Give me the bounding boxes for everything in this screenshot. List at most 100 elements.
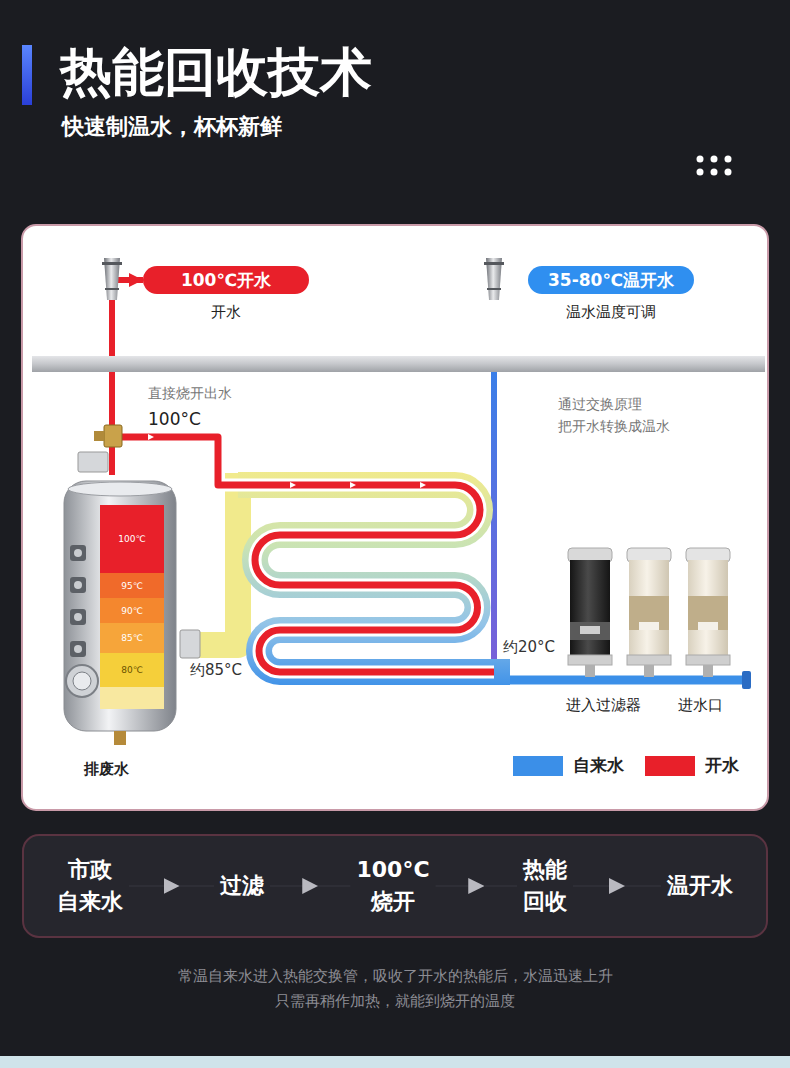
menu-dots	[725, 169, 732, 176]
outlet-valve	[78, 425, 122, 472]
filter-cartridge	[629, 560, 669, 655]
filter-cartridge	[688, 560, 728, 655]
filter-cartridge	[580, 626, 600, 634]
flow-arrow	[436, 885, 517, 887]
temperature-band	[100, 687, 164, 709]
text-label: 进水口	[678, 696, 723, 715]
faucet	[105, 288, 119, 290]
text-label: 100°C	[148, 409, 201, 429]
filter-cartridge	[686, 655, 730, 665]
drain-outlet	[114, 731, 126, 745]
process-step: 热能 回收	[517, 850, 573, 922]
temperature-band	[100, 505, 164, 573]
label-wrap: 100°C	[148, 409, 201, 429]
process-step: 市政 自来水	[51, 850, 129, 922]
filter-cartridge	[686, 548, 730, 677]
tank-body	[64, 481, 176, 731]
flow-arrow	[573, 885, 661, 887]
preheated-water-pipe	[182, 473, 238, 645]
text-label: 排废水	[84, 760, 129, 779]
heater-knob	[70, 609, 86, 625]
coil-flow-marks	[290, 482, 296, 488]
heater-knob	[74, 645, 82, 653]
filter-cartridge	[568, 655, 612, 665]
gauge	[66, 665, 98, 697]
heater-knob	[74, 549, 82, 557]
step-text: 100°C 烧开	[356, 854, 429, 918]
menu-dots	[697, 156, 732, 176]
legend-swatch	[645, 756, 695, 776]
gauge	[73, 672, 91, 690]
process-step: 过滤	[214, 866, 270, 906]
label-wrap: 约85°C	[190, 661, 242, 680]
text-label: 直接烧开出水	[148, 385, 232, 403]
filter-cartridge	[698, 622, 718, 630]
process-step: 100°C 烧开	[350, 850, 435, 922]
filter-cartridge	[686, 548, 730, 562]
coil-flow-marks	[148, 434, 426, 488]
heater-knob	[70, 545, 86, 561]
tank-top	[68, 482, 172, 496]
outlet-valve	[78, 452, 108, 472]
menu-dots	[725, 156, 732, 163]
flow-panel	[23, 835, 767, 937]
filter-cartridge	[629, 596, 669, 630]
temperature-label: 85℃	[100, 623, 164, 653]
faucet	[102, 258, 122, 300]
title-bar	[22, 45, 32, 105]
temperature-band	[100, 573, 164, 598]
legend-item: 开水	[645, 754, 739, 777]
filter-cartridge	[627, 548, 671, 562]
flow-arrow	[270, 885, 350, 887]
text-label: 通过交换原理 把开水转换成温水	[558, 394, 670, 437]
title-wrap: 热能回收技术	[60, 38, 372, 108]
outlet-caption: 温水温度可调	[566, 303, 656, 322]
filter-cartridge	[627, 548, 671, 677]
text-label: 约85°C	[190, 661, 242, 680]
page-title: 热能回收技术	[60, 38, 372, 108]
menu-dots	[697, 169, 704, 176]
inlet-fitting	[742, 671, 751, 689]
band-column: 100℃95℃90℃85℃80℃	[100, 505, 164, 687]
temperature-label: 95℃	[100, 573, 164, 598]
outlet-pill: 100℃开水	[143, 266, 309, 294]
menu-dots	[711, 156, 718, 163]
coil-flow-marks	[350, 482, 356, 488]
outlet-valve	[94, 431, 104, 441]
diagram-card	[22, 225, 768, 810]
step-text: 市政 自来水	[57, 854, 123, 918]
outlet-valve	[104, 425, 122, 447]
inlet-valve	[180, 630, 200, 658]
legend-text: 开水	[705, 754, 739, 777]
text-label: 进入过滤器	[566, 696, 641, 715]
text-label: 快速制温水，杯杯新鲜	[62, 112, 282, 142]
text-label: 约20°C	[503, 638, 555, 657]
boiler-tank: 100℃95℃90℃85℃80℃	[58, 475, 182, 747]
filter-cartridge	[688, 596, 728, 630]
temperature-label: 100℃	[100, 505, 164, 573]
step-text: 温开水	[667, 870, 733, 902]
label-wrap: 直接烧开出水	[148, 385, 232, 403]
step-text: 热能 回收	[523, 854, 567, 918]
process-step: 温开水	[661, 866, 739, 906]
temperature-label: 80℃	[100, 653, 164, 687]
heater-knob	[70, 577, 86, 593]
faucet	[484, 258, 504, 300]
legend-item: 自来水	[513, 754, 624, 777]
heater-knob	[74, 613, 82, 621]
temperature-band	[100, 653, 164, 687]
legend-swatch	[513, 756, 563, 776]
outlet-caption: 开水	[211, 303, 241, 322]
faucet	[487, 288, 501, 290]
caption-wrap: 常温自来水进入热能交换管，吸收了开水的热能后，水温迅速上升 只需再稍作加热，就能…	[0, 964, 790, 1014]
label-wrap: 快速制温水，杯杯新鲜	[62, 112, 282, 142]
filter-cartridge	[568, 548, 612, 562]
label-wrap: 排废水	[84, 760, 129, 779]
temperature-band	[100, 623, 164, 653]
filter-cartridge	[644, 665, 654, 677]
filter-cartridge	[703, 665, 713, 677]
filter-cartridge	[639, 622, 659, 630]
temperature-label: 90℃	[100, 598, 164, 623]
